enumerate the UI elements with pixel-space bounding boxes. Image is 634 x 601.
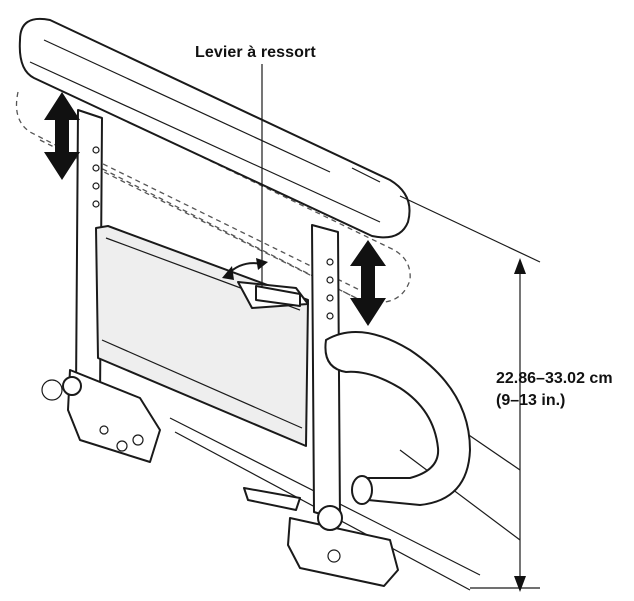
side-guard-tube: [324, 331, 471, 506]
height-dimension: [399, 195, 541, 592]
height-range-in-label: (9–13 in.): [496, 392, 566, 409]
spring-lever: [237, 281, 309, 309]
rear-clamp: [41, 369, 161, 463]
double-vertical-arrow-icon: [350, 240, 386, 326]
armrest-pad: [18, 18, 411, 239]
front-clamp: [243, 487, 399, 587]
height-range-cm-label: 22.86–33.02 cm: [496, 370, 613, 387]
spring-lever-label: Levier à ressort: [195, 44, 316, 61]
front-post: [311, 224, 341, 521]
double-vertical-arrow-icon: [44, 92, 80, 180]
